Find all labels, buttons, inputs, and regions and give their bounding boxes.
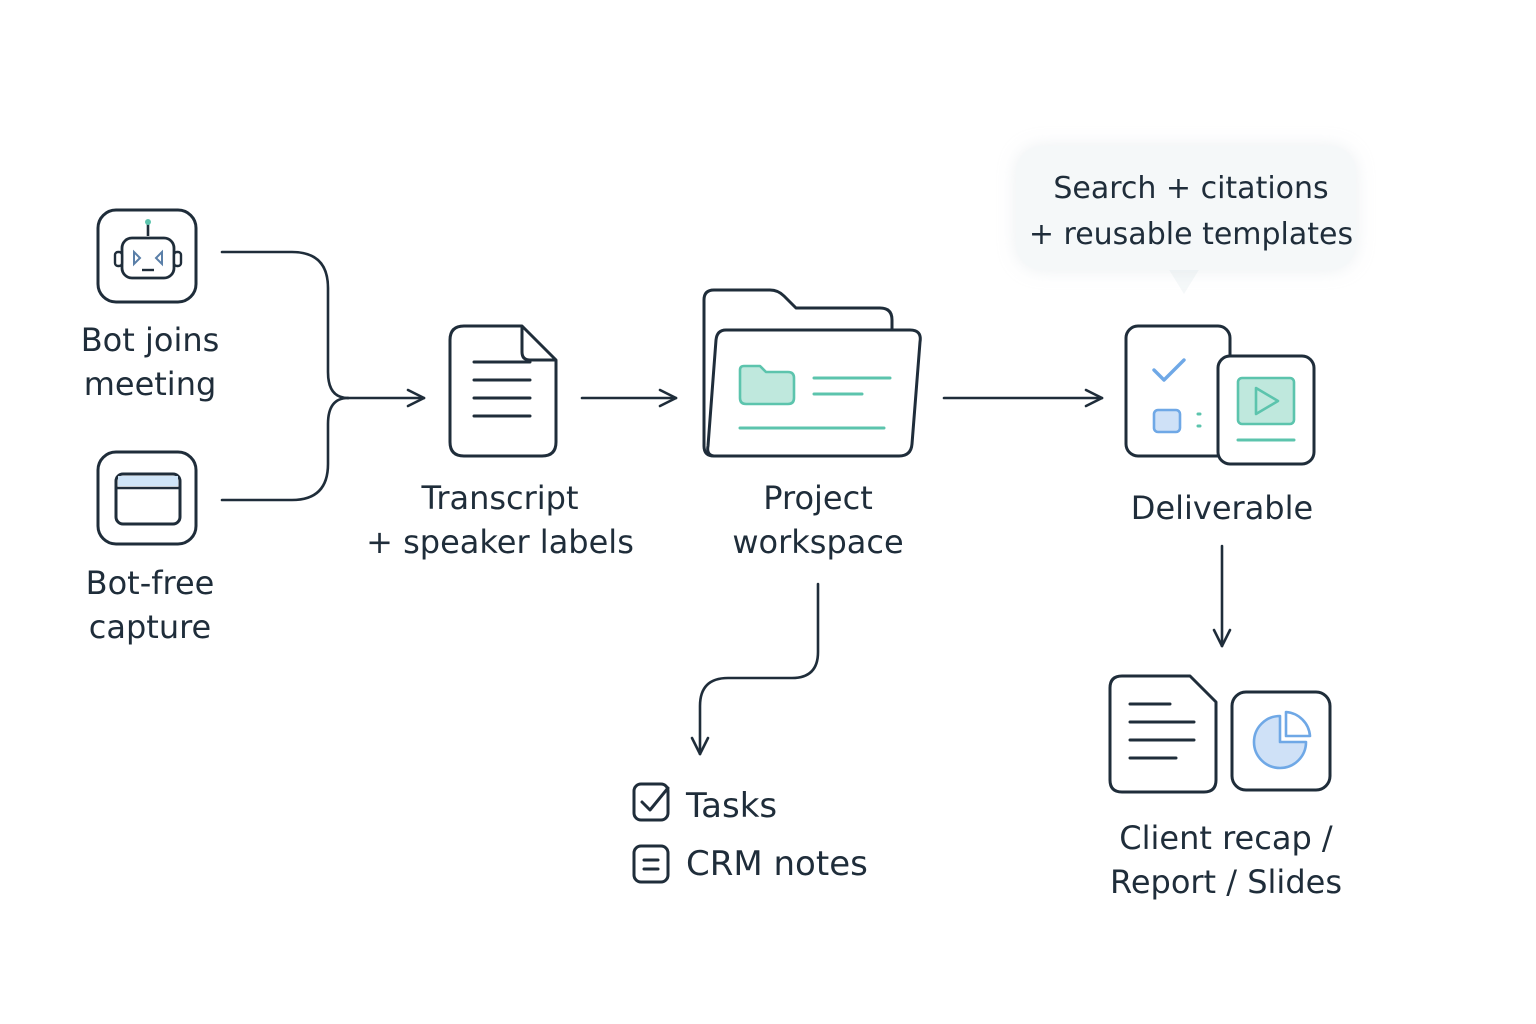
bot-free-line-1: Bot-free bbox=[85, 564, 215, 602]
deliverable-line-1: Deliverable bbox=[1130, 489, 1314, 527]
merge-connector bbox=[220, 250, 426, 502]
crm-notes-label: CRM notes bbox=[686, 844, 868, 884]
bot-icon bbox=[96, 208, 198, 304]
transcript-label: Transcript + speaker labels bbox=[350, 476, 650, 564]
callout-pointer bbox=[1168, 268, 1200, 294]
bot-joins-line-2: meeting bbox=[83, 365, 217, 403]
workspace-line-2: workspace bbox=[732, 523, 904, 561]
bot-free-line-2: capture bbox=[88, 608, 212, 646]
window-icon bbox=[96, 450, 198, 546]
pie-chart-icon bbox=[1230, 690, 1332, 792]
workspace-label: Project workspace bbox=[668, 476, 968, 564]
checkbox-icon bbox=[632, 782, 670, 822]
client-recap-line-1: Client recap / bbox=[1119, 819, 1333, 857]
callout-line-1: Search + citations bbox=[1053, 171, 1329, 206]
deliverable-label: Deliverable bbox=[1092, 486, 1352, 530]
callout-line-2: + reusable templates bbox=[1028, 217, 1354, 252]
document-icon bbox=[448, 324, 558, 458]
bot-free-label: Bot-free capture bbox=[60, 561, 240, 649]
client-recap-label: Client recap / Report / Slides bbox=[1076, 816, 1376, 904]
workspace-line-1: Project bbox=[763, 479, 873, 517]
client-recap-line-2: Report / Slides bbox=[1110, 863, 1342, 901]
deliverable-icon bbox=[1124, 324, 1316, 466]
note-icon bbox=[632, 844, 670, 884]
bot-joins-line-1: Bot joins bbox=[80, 321, 220, 359]
transcript-line-1: Transcript bbox=[421, 479, 579, 517]
arrow-workspace-to-outputs bbox=[690, 582, 820, 756]
report-icon bbox=[1108, 674, 1218, 794]
transcript-line-2: + speaker labels bbox=[366, 523, 634, 561]
callout-text: Search + citations + reusable templates bbox=[1016, 166, 1366, 258]
callout-bubble bbox=[1016, 146, 1356, 270]
folder-icon bbox=[702, 288, 922, 458]
bot-joins-label: Bot joins meeting bbox=[60, 318, 240, 406]
tasks-label: Tasks bbox=[686, 786, 778, 826]
